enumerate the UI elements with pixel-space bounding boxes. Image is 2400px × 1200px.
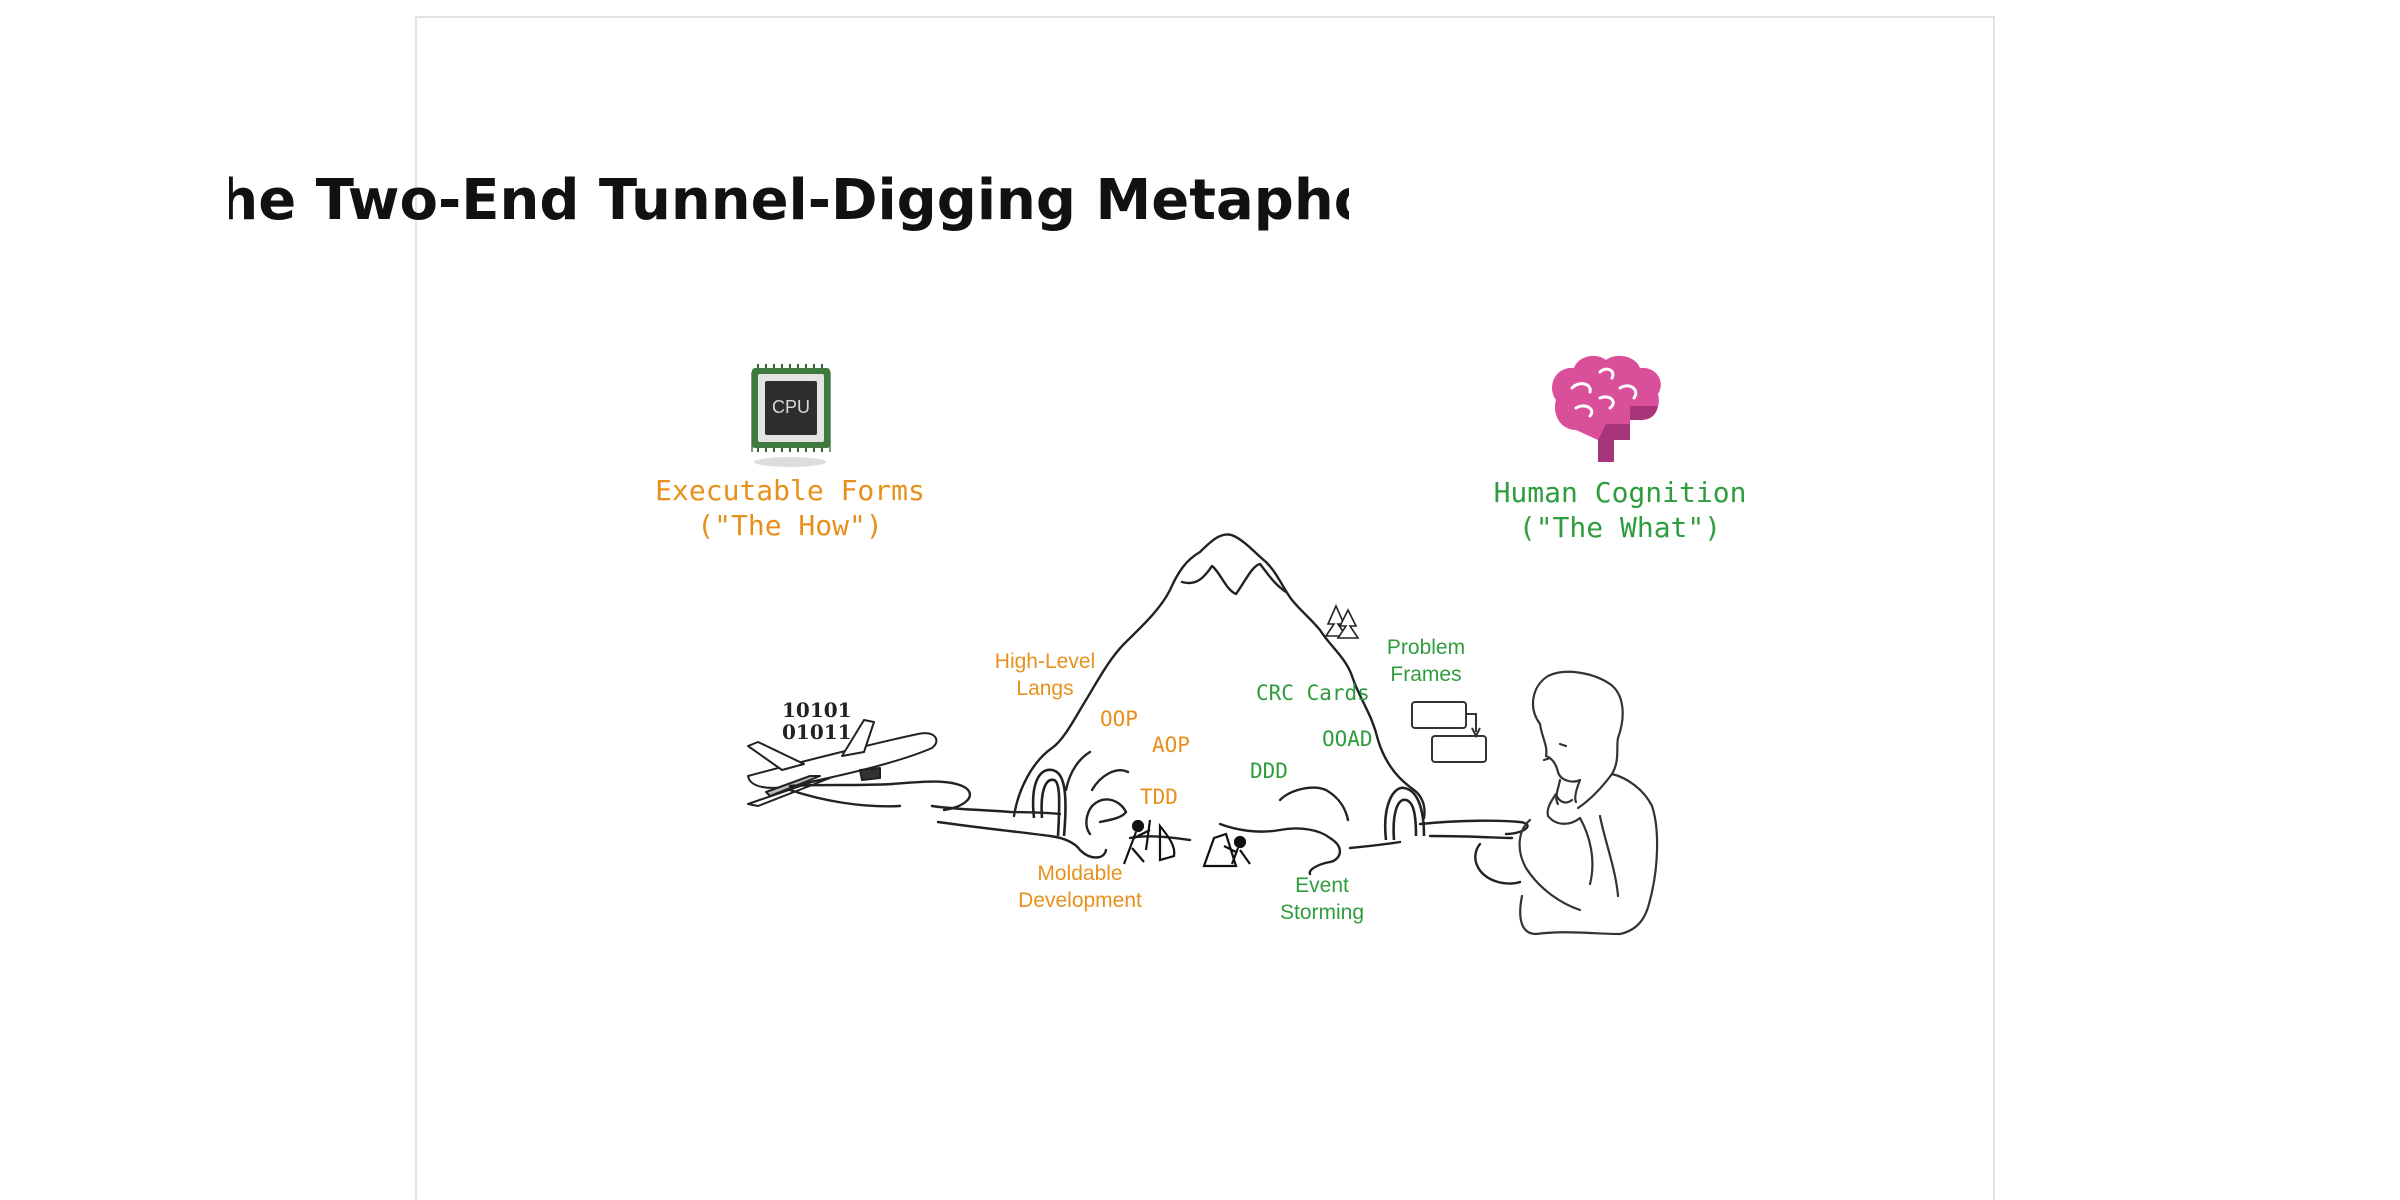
high-level-line-1: High-Level — [994, 650, 1096, 673]
ground-path — [788, 780, 1529, 885]
tdd-label: TDD — [1140, 785, 1178, 809]
page-title: The Two-End Tunnel-Digging Metaphor — [229, 168, 1349, 233]
event-storming-line-2: Storming — [1279, 901, 1365, 924]
left-tunnel — [1031, 768, 1067, 837]
executable-forms-line-2: ("The How") — [697, 509, 883, 542]
problem-frames-line-2: Frames — [1390, 663, 1462, 686]
digger-left-icon — [1122, 819, 1176, 865]
cpu-chip-icon — [751, 364, 831, 467]
ooad-label: OOAD — [1322, 727, 1373, 751]
executable-forms-caption: Executable Forms ("The How") — [640, 474, 940, 542]
cpu-chip-label: CPU — [771, 397, 810, 417]
mountain — [1012, 533, 1426, 820]
binary-line-1: 10101 — [782, 698, 852, 722]
problem-frames-line-1: Problem — [1386, 636, 1466, 659]
executable-forms-line-1: Executable Forms — [655, 474, 925, 507]
slide — [415, 16, 1995, 1200]
digger-right-icon — [1202, 832, 1251, 868]
brain-icon — [1552, 355, 1661, 462]
oop-label: OOP — [1100, 707, 1138, 731]
high-level-line-2: Langs — [1016, 677, 1074, 700]
aop-label: AOP — [1152, 733, 1190, 757]
human-cognition-caption: Human Cognition ("The What") — [1470, 476, 1770, 544]
right-tunnel — [1383, 786, 1426, 841]
thinking-person-icon — [1518, 670, 1659, 936]
moldable-line-2: Development — [1018, 889, 1142, 912]
trees-icon — [1324, 604, 1360, 639]
title-frame: The Two-End Tunnel-Digging Metaphor — [229, 168, 1349, 258]
ddd-label: DDD — [1250, 759, 1288, 783]
binary-line-2: 01011 — [782, 720, 852, 744]
event-storming-line-1: Event — [1295, 874, 1349, 897]
crc-cards-label: CRC Cards — [1256, 681, 1370, 705]
moldable-line-1: Moldable — [1037, 862, 1123, 885]
human-cognition-line-2: ("The What") — [1518, 511, 1722, 544]
problem-frames-diagram — [1411, 701, 1487, 763]
high-level-langs-label: High-Level Langs — [980, 650, 1110, 701]
event-storming-label: Event Storming — [1262, 874, 1382, 925]
problem-frames-label: Problem Frames — [1366, 636, 1486, 687]
human-cognition-line-1: Human Cognition — [1493, 476, 1747, 509]
moldable-development-label: Moldable Development — [1000, 862, 1160, 913]
